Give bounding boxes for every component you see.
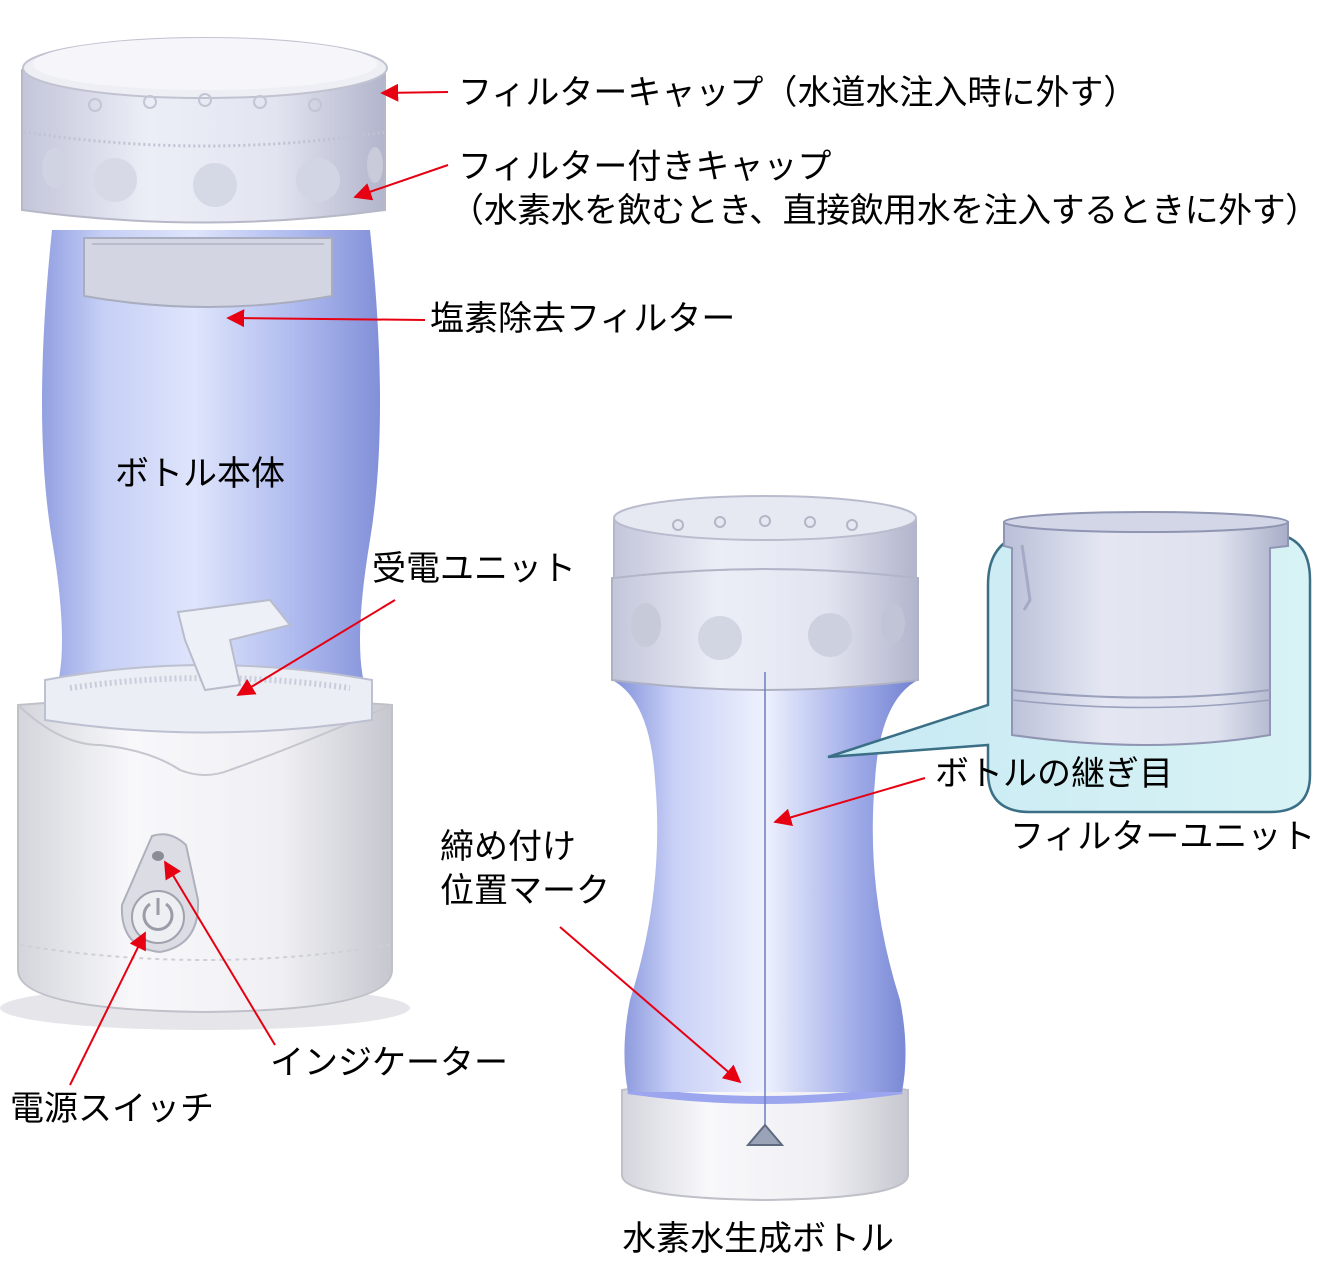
arrow-tighten-mark bbox=[559, 926, 742, 1084]
label-filter-cap: フィルターキャップ（水道水注入時に外す） bbox=[458, 73, 1138, 113]
label-filtered-cap-line2: （水素水を飲むとき、直接飲用水を注入するときに外す） bbox=[450, 191, 1319, 231]
power-switch bbox=[131, 890, 185, 944]
right-bottle bbox=[611, 495, 919, 1202]
arrow-chlorine-filter bbox=[226, 309, 426, 328]
arrow-filter-cap bbox=[380, 83, 449, 102]
label-filter-unit: フィルターユニット bbox=[1010, 817, 1316, 857]
label-chlorine-filter: 塩素除去フィルター bbox=[430, 299, 736, 339]
label-power-switch: 電源スイッチ bbox=[10, 1089, 214, 1129]
arrow-indicator bbox=[164, 860, 276, 1046]
indicator-light bbox=[152, 851, 164, 861]
label-bottle-body: ボトル本体 bbox=[115, 454, 285, 494]
tighten-position-mark bbox=[745, 1123, 785, 1146]
label-power-receiver: 受電ユニット bbox=[372, 549, 576, 589]
bottle-body bbox=[42, 230, 380, 700]
arrow-power-receiver bbox=[236, 599, 396, 696]
arrow-bottle-seam bbox=[773, 777, 926, 827]
chlorine-filter bbox=[83, 237, 333, 308]
base-unit bbox=[17, 696, 393, 1014]
arrow-power-switch bbox=[69, 931, 146, 1086]
label-bottle-seam: ボトルの継ぎ目 bbox=[935, 754, 1173, 794]
filter-unit-cylinder bbox=[1003, 521, 1289, 746]
label-indicator: インジケーター bbox=[270, 1043, 508, 1083]
label-tighten-mark-line2: 位置マーク bbox=[440, 871, 610, 911]
left-device bbox=[0, 37, 410, 1030]
label-hydrogen-bottle: 水素水生成ボトル bbox=[622, 1219, 894, 1259]
label-filtered-cap-line1: フィルター付きキャップ bbox=[458, 147, 832, 187]
label-tighten-mark-line1: 締め付け bbox=[440, 827, 576, 867]
arrow-filtered-cap bbox=[353, 164, 449, 201]
leader-arrows bbox=[69, 83, 926, 1086]
filter-unit-callout bbox=[827, 511, 1312, 814]
